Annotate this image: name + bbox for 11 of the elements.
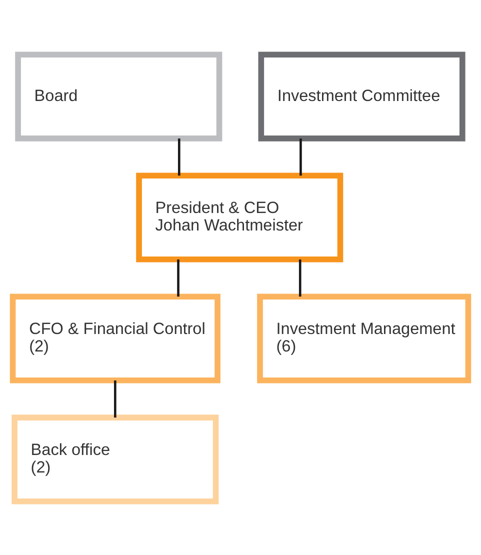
node-box: Investment Committee: [258, 51, 466, 141]
node-box: CFO & Financial Control (2): [10, 293, 220, 383]
connector: [114, 380, 116, 418]
connector: [177, 258, 180, 296]
connector: [300, 138, 302, 176]
node-box: Back office (2): [12, 414, 219, 504]
node-box: Board: [15, 51, 222, 141]
node-box: Investment Management (6): [257, 293, 472, 383]
connector: [298, 258, 302, 296]
node-box: President & CEO Johan Wachtmeister: [136, 172, 344, 262]
connector: [178, 138, 180, 176]
